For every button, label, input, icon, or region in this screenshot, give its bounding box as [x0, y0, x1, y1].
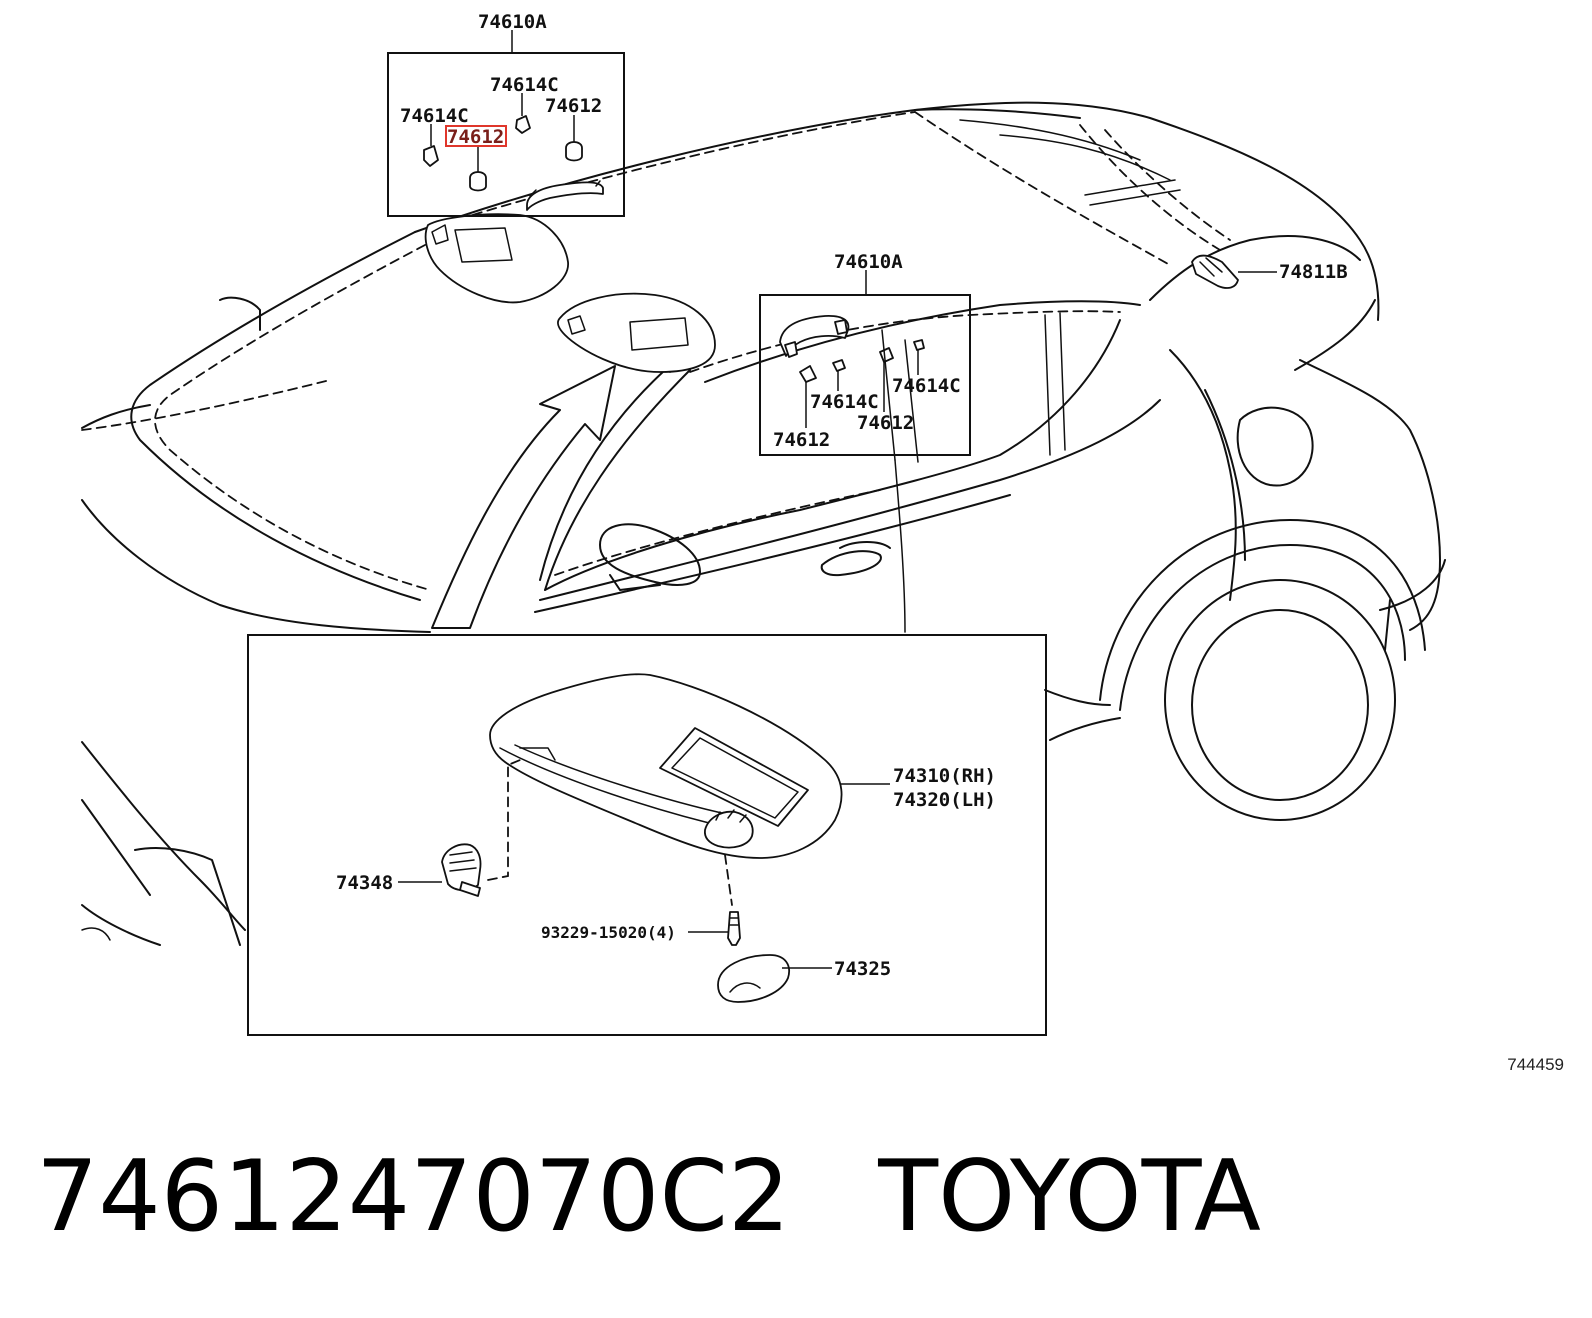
clip-74614c-mid-center	[832, 359, 846, 372]
label-screw-93229: 93229-15020(4)	[541, 923, 676, 942]
bushing-74612-mid-center	[879, 347, 894, 363]
label-mid-74614c-center: 74614C	[810, 391, 879, 413]
label-visor-rh: 74310(RH)	[893, 765, 996, 787]
clip-74614c-mid-right	[913, 339, 925, 351]
bushing-74612-left	[469, 171, 487, 192]
label-74811b: 74811B	[1279, 261, 1348, 283]
sun-visor-on-car-left	[424, 213, 569, 304]
clip-74614c-left	[423, 145, 439, 167]
label-top-74612-upper: 74612	[545, 95, 602, 117]
lower-detail-box	[247, 634, 1047, 1036]
footer-caption: 7461247070C2 TOYOTA	[36, 1140, 1261, 1254]
label-mid-74610a: 74610A	[834, 251, 903, 273]
label-visor-lh: 74320(LH)	[893, 789, 996, 811]
clip-74614c-upper	[515, 115, 531, 134]
rear-trim-part-74811b	[1191, 254, 1239, 289]
car-body-outline	[81, 101, 1446, 946]
sun-visor-on-car-right	[557, 292, 716, 373]
label-mid-74612-left: 74612	[773, 429, 830, 451]
brand-name: TOYOTA	[878, 1140, 1261, 1254]
diagram-id: 744459	[1507, 1055, 1564, 1074]
label-top-74610a: 74610A	[478, 11, 547, 33]
label-top-74614c-left: 74614C	[400, 105, 469, 127]
label-74325: 74325	[834, 958, 891, 980]
part-number: 7461247070C2	[36, 1140, 791, 1254]
label-top-74612-highlighted: 74612	[447, 126, 504, 148]
middle-detail-box	[759, 270, 971, 463]
label-mid-74612-center: 74612	[857, 412, 914, 434]
top-detail-box	[387, 30, 625, 217]
label-mid-74614c-right: 74614C	[892, 375, 961, 397]
bushing-74612-upper	[565, 141, 583, 162]
vanity-mirror	[659, 727, 809, 827]
screw-cover-74325	[717, 954, 790, 1003]
label-top-74614c-upper: 74614C	[490, 74, 559, 96]
bushing-74612-mid-left	[799, 365, 817, 383]
highlight-box-74612	[445, 125, 507, 147]
label-74348: 74348	[336, 872, 393, 894]
screw-93229	[727, 911, 741, 946]
assist-grip-top	[526, 181, 604, 211]
